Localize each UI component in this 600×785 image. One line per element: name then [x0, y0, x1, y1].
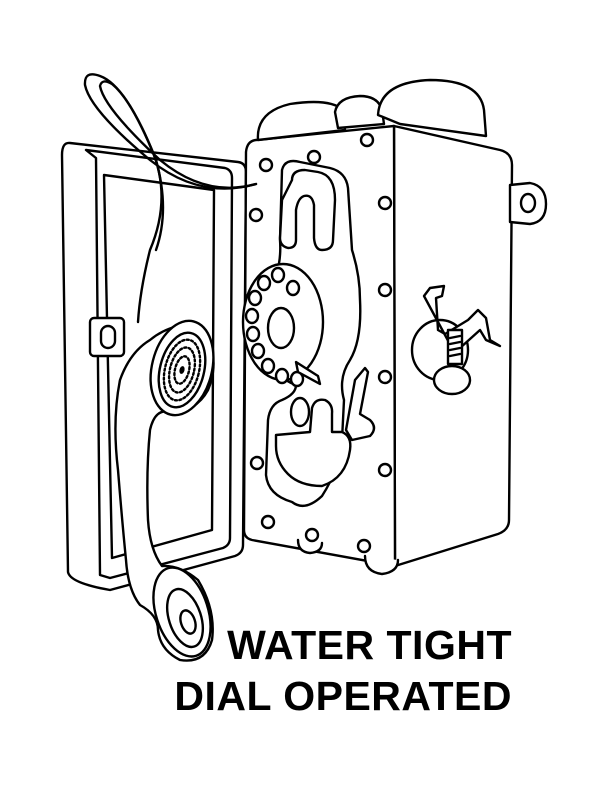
telephone-box	[241, 78, 548, 576]
screws	[248, 132, 393, 554]
side-crank	[410, 284, 502, 396]
caption-line-2: DIAL OPERATED	[174, 673, 512, 719]
handset-cord	[83, 73, 258, 324]
rotary-dial	[241, 262, 325, 388]
caption-line-1: WATER TIGHT	[227, 622, 512, 668]
handset	[114, 319, 215, 662]
